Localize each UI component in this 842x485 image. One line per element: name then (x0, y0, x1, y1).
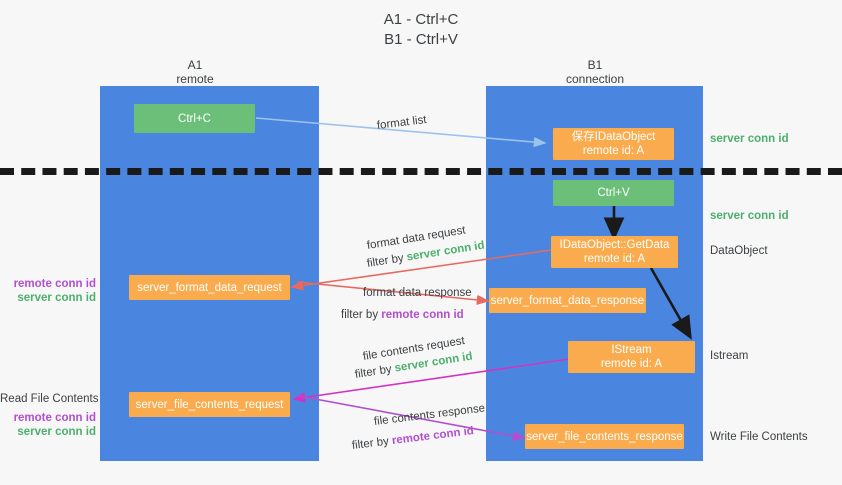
box-server-file-contents-response[interactable]: server_file_contents_response (525, 424, 684, 449)
flow-label-format-data-response: format data response (363, 287, 472, 299)
box-ctrl-c[interactable]: Ctrl+C (134, 104, 255, 133)
label-right-server-conn-id-2: server conn id (710, 210, 789, 222)
label-right-server-conn-id-1: server conn id (710, 133, 789, 145)
box-getdata-line1: IDataObject::GetData (559, 239, 670, 251)
box-server-format-data-request-label: server_format_data_request (137, 281, 282, 294)
box-server-format-data-response-label: server_format_data_response (490, 294, 645, 307)
box-server-file-contents-request-label: server_file_contents_request (135, 398, 284, 411)
label-right-istream: Istream (710, 350, 749, 362)
box-save-idataobject-line1: 保存IDataObject (571, 131, 656, 143)
filter-by-text-2: filter by (341, 309, 382, 321)
box-istream-line2: remote id: A (600, 358, 663, 370)
flow-label-format-data-response-filter: filter by remote conn id (341, 307, 464, 323)
column-b1-sub: connection (565, 72, 625, 86)
box-istream[interactable]: IStream remote id: A (568, 341, 695, 373)
box-idataobject-getdata[interactable]: IDataObject::GetData remote id: A (551, 236, 678, 268)
phase-divider (0, 168, 842, 175)
box-ctrl-v-label: Ctrl+V (597, 187, 630, 199)
box-save-idataobject[interactable]: 保存IDataObject remote id: A (553, 128, 674, 160)
box-istream-line1: IStream (611, 344, 652, 356)
column-a1-name: A1 (187, 58, 203, 72)
title-line-1: A1 - Ctrl+C (383, 11, 459, 28)
flow-label-format-list: format list (376, 113, 428, 132)
box-server-file-contents-request[interactable]: server_file_contents_request (129, 392, 290, 417)
box-ctrl-v[interactable]: Ctrl+V (553, 180, 674, 206)
label-right-dataobject: DataObject (710, 245, 768, 257)
column-b1-name: B1 (587, 58, 603, 72)
label-left-server-conn-id-2: server conn id (17, 426, 96, 438)
box-server-format-data-response[interactable]: server_format_data_response (489, 288, 646, 313)
label-right-write-file-contents: Write File Contents (710, 431, 808, 443)
diagram-title: A1 - Ctrl+C B1 - Ctrl+V (0, 10, 842, 50)
box-server-file-contents-response-label: server_file_contents_response (526, 430, 683, 443)
label-left-remote-conn-id-2: remote conn id (13, 412, 96, 424)
box-getdata-line2: remote id: A (583, 253, 646, 265)
filter-by-text-3: filter by (354, 362, 396, 381)
column-header-a1: A1 remote (120, 58, 270, 86)
remote-conn-id-text-1: remote conn id (381, 309, 464, 321)
box-ctrl-c-label: Ctrl+C (178, 112, 211, 125)
label-left-remote-conn-id-1: remote conn id (13, 278, 96, 290)
label-left-read-file-contents: Read File Contents (0, 393, 99, 405)
box-server-format-data-request[interactable]: server_format_data_request (129, 275, 290, 300)
column-header-b1: B1 connection (520, 58, 670, 86)
remote-conn-id-text-2: remote conn id (391, 425, 475, 448)
filter-by-text-1: filter by (366, 251, 408, 270)
label-left-server-conn-id-1: server conn id (17, 292, 96, 304)
filter-by-text-4: filter by (351, 435, 393, 452)
column-a1-sub: remote (176, 72, 214, 86)
box-save-idataobject-line2: remote id: A (582, 145, 645, 157)
title-line-2: B1 - Ctrl+V (384, 31, 458, 48)
flow-label-file-contents-response-filter: filter by remote conn id (351, 423, 475, 454)
